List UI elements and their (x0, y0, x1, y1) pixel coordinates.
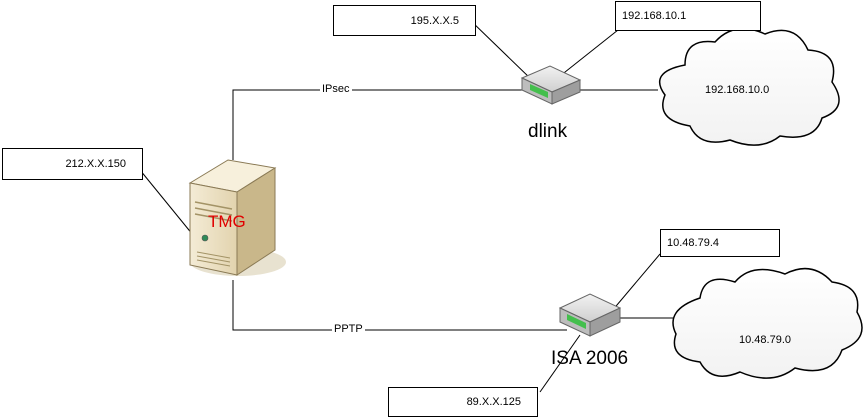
server-ip-box: 212.X.X.150 (2, 148, 143, 180)
dlink-lan-ip-label: 192.168.10.1 (622, 10, 687, 22)
network-cloud-bottom (672, 267, 863, 379)
isa-wan-ip-box: 89.X.X.125 (388, 387, 538, 417)
pptp-link (232, 280, 567, 331)
server-name-label: TMG (208, 212, 246, 231)
dlink-wan-ip-box: 195.X.X.5 (333, 5, 476, 36)
network-bottom-label: 10.48.79.0 (739, 334, 791, 346)
router-icon-dlink (520, 65, 582, 105)
dlink-name-label: dlink (528, 121, 568, 142)
dlink-wan-ip-label: 195.X.X.5 (410, 14, 459, 27)
ipsec-label: IPsec (320, 83, 352, 95)
dlink-lan-leader (554, 29, 619, 81)
dlink-lan-ip-box: 192.168.10.1 (615, 1, 761, 31)
isa-name-label: ISA 2006 (551, 348, 629, 369)
server-ip-label: 212.X.X.150 (65, 158, 126, 170)
router-icon-isa (558, 293, 622, 337)
server-ip-leader (139, 169, 194, 236)
network-top-label: 192.168.10.0 (705, 84, 770, 96)
isa-wan-leader (539, 334, 581, 393)
isa-lan-ip-box: 10.48.79.4 (660, 229, 780, 257)
dlink-wan-leader (469, 19, 533, 81)
server-icon (188, 159, 286, 276)
isa-wan-ip-label: 89.X.X.125 (466, 396, 521, 408)
ipsec-link (232, 89, 530, 160)
isa-lan-ip-label: 10.48.79.4 (667, 237, 719, 249)
pptp-label: PPTP (332, 323, 365, 335)
